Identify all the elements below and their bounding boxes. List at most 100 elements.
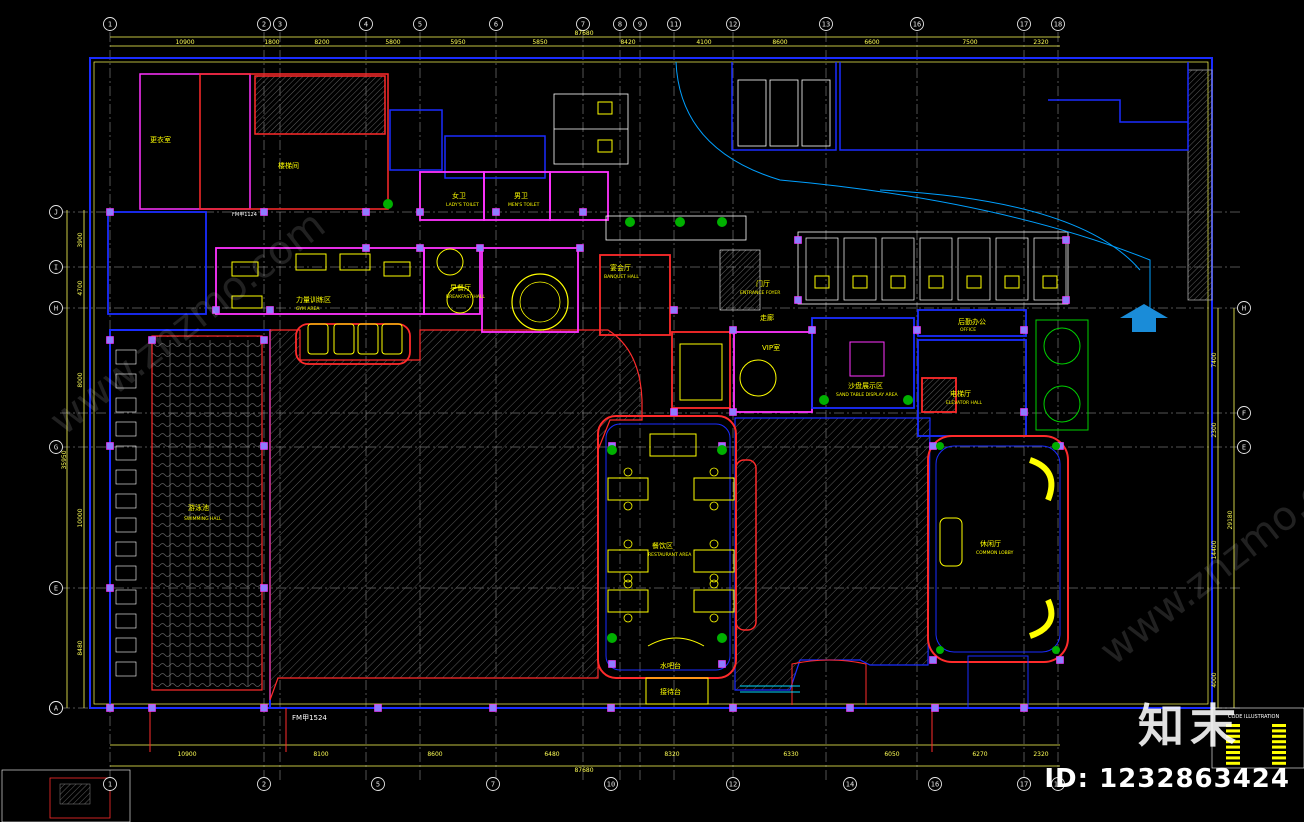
dimension-text: 8320 xyxy=(664,751,679,758)
grid-bubble: 8 xyxy=(613,17,627,31)
dimension-text: 6270 xyxy=(972,751,987,758)
column xyxy=(260,208,268,216)
east-wing xyxy=(605,61,1151,311)
grid-bubble: 2 xyxy=(257,777,271,791)
dimension-text: 5800 xyxy=(385,39,400,46)
dimension-text: 8420 xyxy=(620,39,635,46)
column xyxy=(931,704,939,712)
locker xyxy=(115,517,137,533)
right-dimension-chain xyxy=(1217,308,1235,708)
sand-table-label-en: SAND TABLE DISPLAY AREA xyxy=(836,392,899,398)
column xyxy=(670,306,678,314)
grid-bubble-label: H xyxy=(54,305,58,313)
grid-bubble: 16 xyxy=(928,777,942,791)
locker xyxy=(115,421,137,437)
grid-bubble: I xyxy=(49,260,63,274)
column xyxy=(808,326,816,334)
dimension-text: 2320 xyxy=(1033,39,1048,46)
column xyxy=(362,208,370,216)
dining-table xyxy=(607,549,649,573)
grid-bubble-label: 7 xyxy=(491,781,495,789)
entrance-arrow-icon xyxy=(1120,304,1168,332)
locker xyxy=(115,349,137,365)
grid-bubble-label: G xyxy=(54,444,58,452)
swimming-hall xyxy=(109,329,271,709)
parking-bay xyxy=(843,237,877,301)
grid-bubble: 7 xyxy=(576,17,590,31)
dining-table xyxy=(607,477,649,501)
column xyxy=(794,296,802,304)
south-edge-details xyxy=(149,659,933,752)
entrance-foyer-label: 门厅 xyxy=(756,279,770,288)
column xyxy=(579,208,587,216)
middle-north-band xyxy=(107,171,671,365)
dining-table xyxy=(607,589,649,613)
column xyxy=(106,584,114,592)
parking-bay xyxy=(995,237,1029,301)
grid-bubble: 5 xyxy=(413,17,427,31)
bay-marker xyxy=(1004,275,1020,289)
grid-bubble-label: 18 xyxy=(1054,21,1062,29)
locker xyxy=(115,397,137,413)
swimming-hall-label: 游泳池 xyxy=(188,503,209,512)
women-toilet-label: 女卫 xyxy=(452,191,466,200)
dimension-text: 6480 xyxy=(544,751,559,758)
grid-bubble: E xyxy=(1237,440,1251,454)
legend-swatch xyxy=(1226,756,1240,760)
elevator-hall-label: 电梯厅 xyxy=(950,389,971,398)
restaurant-area xyxy=(597,415,757,705)
locker-row xyxy=(115,349,137,677)
column xyxy=(260,336,268,344)
grid-bubble: H xyxy=(1237,301,1251,315)
grid-bubble: 10 xyxy=(604,777,618,791)
dining-chair xyxy=(623,501,633,511)
column xyxy=(1062,296,1070,304)
swimming-hall-label-en: SWIMMING HALL xyxy=(184,516,222,522)
locker xyxy=(115,589,137,605)
grid-bubble-label: 4 xyxy=(364,21,368,29)
banquet-label-en: BANQUET HALL xyxy=(604,274,639,280)
grid-bubble: J xyxy=(49,205,63,219)
dining-tables xyxy=(607,467,735,623)
column xyxy=(576,244,584,252)
grid-bubble-label: 2 xyxy=(262,21,266,29)
grid-bubble: 12 xyxy=(726,17,740,31)
column xyxy=(1020,408,1028,416)
dimension-text: 4100 xyxy=(696,39,711,46)
column xyxy=(106,336,114,344)
grid-bubble-label: 17 xyxy=(1020,21,1028,29)
locker xyxy=(115,661,137,677)
central-floor-area xyxy=(269,329,931,701)
column xyxy=(1062,236,1070,244)
legend-rows xyxy=(1226,724,1286,765)
column xyxy=(794,236,802,244)
reception-desk-label: 接待台 xyxy=(660,687,681,696)
column xyxy=(607,704,615,712)
elevator-hall-label-en: ELEVATOR HALL xyxy=(946,400,983,406)
parking-bay xyxy=(881,237,915,301)
column xyxy=(106,208,114,216)
legend-swatch xyxy=(1272,761,1286,765)
gym-label: 力量训练区 xyxy=(296,295,331,304)
locker xyxy=(115,493,137,509)
dining-chair xyxy=(623,579,633,589)
dimension-text: 7500 xyxy=(962,39,977,46)
dimension-text: 8100 xyxy=(313,751,328,758)
column xyxy=(1020,326,1028,334)
grid-bubble: H xyxy=(49,301,63,315)
planting xyxy=(383,199,1060,654)
column xyxy=(846,704,854,712)
dining-chair xyxy=(709,613,719,623)
column xyxy=(374,704,382,712)
restaurant-label: 餐饮区 xyxy=(652,541,673,550)
legend-swatch xyxy=(1226,745,1240,749)
dimension-text: 7400 xyxy=(1211,352,1218,367)
dimension-text: 8600 xyxy=(427,751,442,758)
dining-table xyxy=(693,549,735,573)
grid-bubble: 7 xyxy=(486,777,500,791)
grid-bubble: 11 xyxy=(667,17,681,31)
column xyxy=(260,704,268,712)
grid-bubble-label: 17 xyxy=(1020,781,1028,789)
dimension-text: 1800 xyxy=(264,39,279,46)
